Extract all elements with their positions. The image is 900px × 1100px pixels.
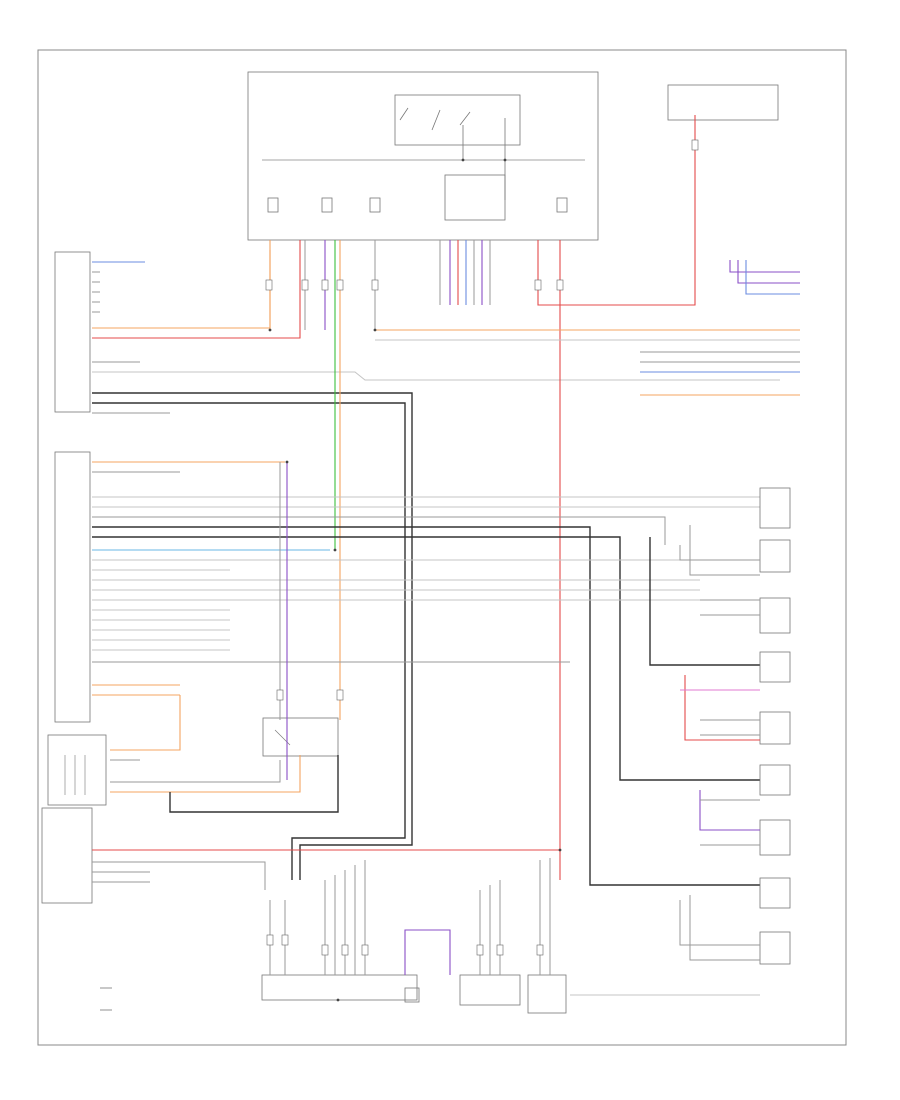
top-central-module [247,71,599,241]
legend-marks [100,987,112,1011]
wire-runs-bottom [269,858,551,975]
bottom-small-box [404,987,420,1003]
bottom-right-box-1 [459,974,521,1006]
diagram-frame [37,49,847,1046]
left-lower-box [41,807,93,904]
left-module-upper [54,251,91,413]
bottom-module [261,974,418,1001]
left-module-lower [54,451,91,723]
center-relay-box [262,717,339,757]
left-sensor-box [47,734,107,806]
wire-runs-lower [92,461,760,886]
right-sensors [570,487,791,996]
connector-marks [265,139,699,956]
fuse-group [267,197,568,213]
junction-dots [268,158,562,1002]
wire-runs-right-upper [640,260,800,396]
top-right-module [667,84,779,121]
bottom-right-box-2 [527,974,567,1014]
wire-runs-sensor [92,695,560,890]
